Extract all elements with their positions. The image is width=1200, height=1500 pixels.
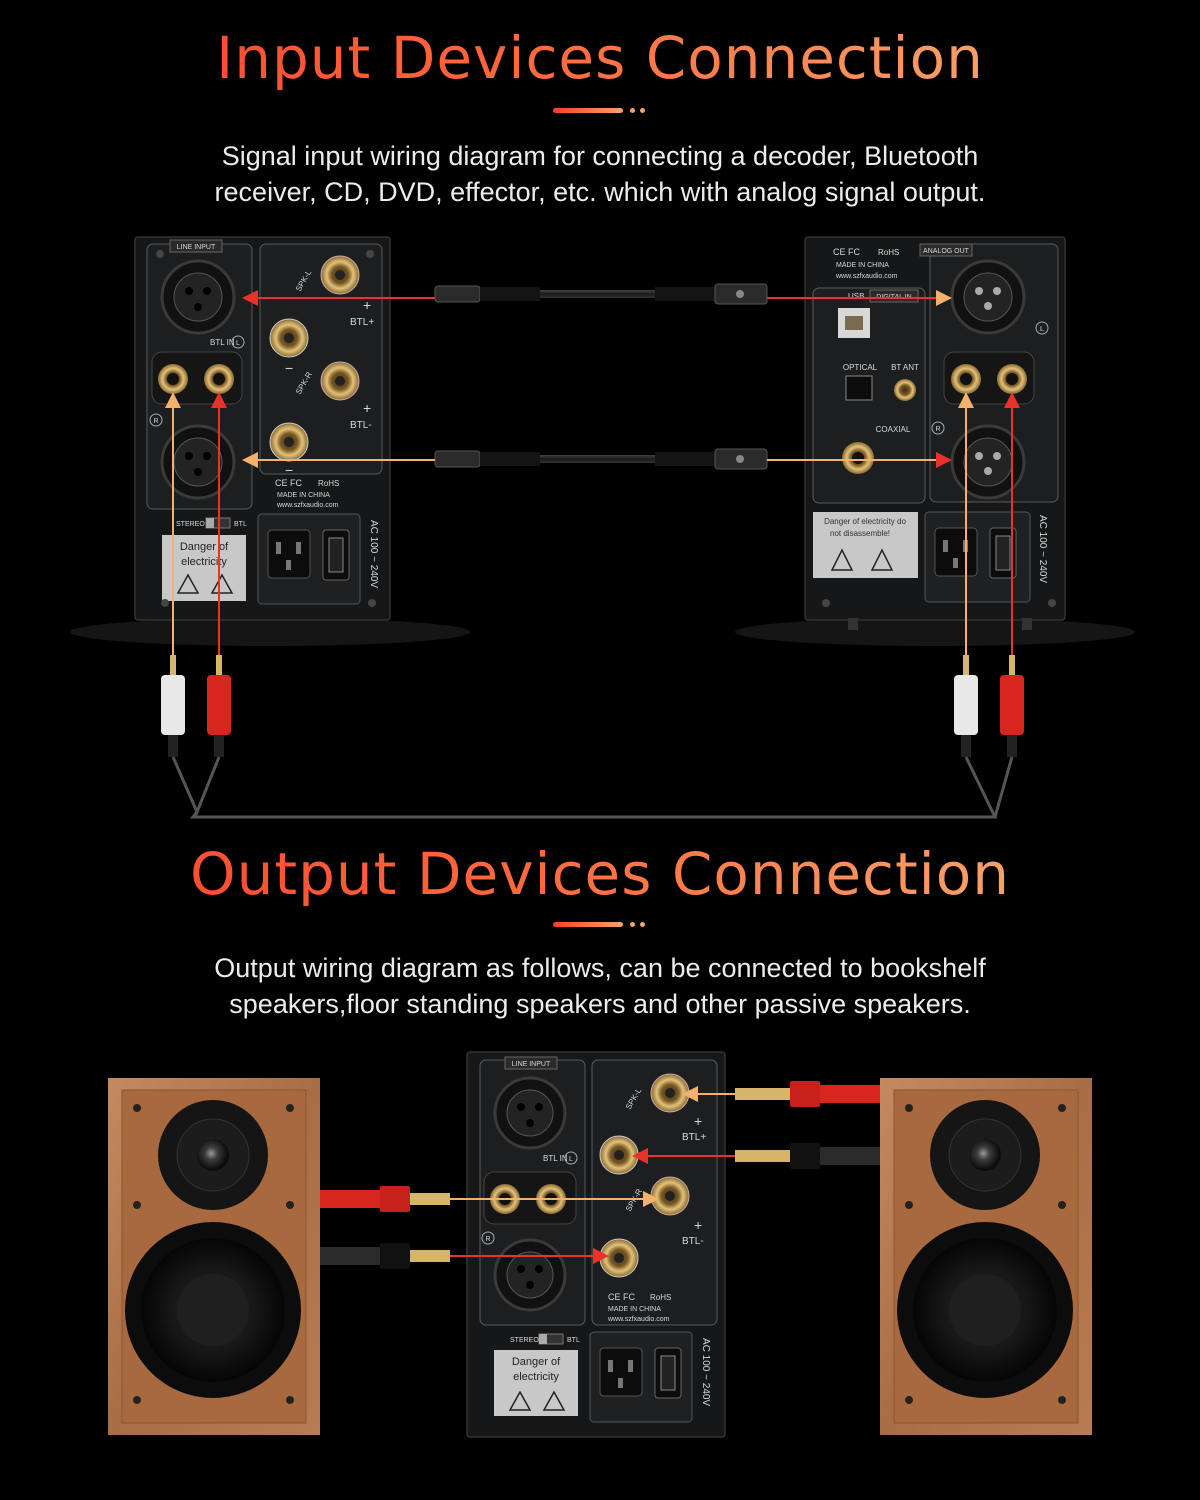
svg-text:www.szfxaudio.com: www.szfxaudio.com — [835, 273, 898, 280]
svg-text:BTL: BTL — [567, 1337, 580, 1344]
svg-text:BT ANT: BT ANT — [891, 363, 919, 372]
svg-text:BTL+: BTL+ — [682, 1132, 706, 1143]
svg-text:STEREO: STEREO — [510, 1337, 539, 1344]
svg-text:BTL IN: BTL IN — [543, 1154, 568, 1163]
speaker-left — [108, 1078, 320, 1435]
speaker-cable-left — [320, 1186, 659, 1269]
svg-text:CE FC: CE FC — [833, 247, 861, 257]
output-desc-line-1: Output wiring diagram as follows, can be… — [214, 953, 986, 983]
svg-text:−: − — [285, 360, 293, 376]
svg-text:RoHS: RoHS — [650, 1293, 671, 1302]
svg-text:RoHS: RoHS — [318, 479, 339, 488]
svg-text:www.szfxaudio.com: www.szfxaudio.com — [607, 1316, 670, 1323]
svg-text:Danger of: Danger of — [512, 1356, 561, 1368]
output-desc-line-2: speakers,floor standing speakers and oth… — [229, 989, 971, 1019]
svg-text:CE FC: CE FC — [608, 1292, 636, 1302]
xlr-cable-top — [434, 283, 768, 305]
svg-text:R: R — [153, 418, 158, 425]
svg-text:Danger of electricity do: Danger of electricity do — [824, 517, 906, 526]
svg-text:+: + — [363, 297, 371, 313]
title-divider-2 — [553, 920, 653, 930]
svg-text:MADE IN CHINA: MADE IN CHINA — [608, 1306, 661, 1313]
rca-cable-left — [161, 392, 231, 757]
svg-text:BTL-: BTL- — [350, 420, 372, 431]
speaker-right — [880, 1078, 1092, 1435]
input-desc-line-1: Signal input wiring diagram for connecti… — [221, 141, 979, 171]
svg-text:MADE IN CHINA: MADE IN CHINA — [836, 262, 889, 269]
svg-text:electricity: electricity — [181, 556, 227, 568]
amplifier-rear-panel-output: LINE INPUT BTL IN L R SPK-L SPK-R + BTL+… — [466, 1051, 726, 1438]
svg-text:USB: USB — [848, 292, 864, 301]
svg-text:www.szfxaudio.com: www.szfxaudio.com — [276, 502, 339, 509]
output-section-title: Output Devices Connection — [0, 840, 1200, 908]
svg-text:AC 100 ~ 240V: AC 100 ~ 240V — [368, 520, 379, 588]
input-section-title: Input Devices Connection — [0, 24, 1200, 92]
output-description: Output wiring diagram as follows, can be… — [0, 950, 1200, 1022]
svg-text:+: + — [363, 400, 371, 416]
svg-text:BTL: BTL — [234, 521, 247, 528]
svg-text:RoHS: RoHS — [878, 248, 899, 257]
svg-text:MADE IN CHINA: MADE IN CHINA — [277, 492, 330, 499]
title-divider — [553, 106, 653, 116]
svg-text:electricity: electricity — [513, 1371, 559, 1383]
svg-text:STEREO: STEREO — [176, 521, 205, 528]
svg-text:−: − — [285, 462, 293, 478]
svg-text:R: R — [485, 1236, 490, 1243]
xlr-arrows — [242, 290, 952, 468]
input-desc-line-2: receiver, CD, DVD, effector, etc. which … — [214, 177, 986, 207]
input-description: Signal input wiring diagram for connecti… — [0, 138, 1200, 210]
svg-text:L: L — [236, 340, 240, 347]
svg-text:CE FC: CE FC — [275, 478, 303, 488]
svg-text:LINE INPUT: LINE INPUT — [512, 1061, 551, 1068]
svg-text:AC 100 ~ 240V: AC 100 ~ 240V — [700, 1338, 711, 1406]
svg-text:BTL+: BTL+ — [350, 317, 374, 328]
svg-text:R: R — [935, 426, 940, 433]
svg-text:+: + — [694, 1113, 702, 1129]
svg-text:L: L — [1040, 326, 1044, 333]
decoder-rear-panel: CE FC RoHS MADE IN CHINA www.szfxaudio.c… — [735, 236, 1135, 646]
line-input-label: LINE INPUT — [177, 244, 216, 251]
svg-text:COAXIAL: COAXIAL — [876, 425, 911, 434]
svg-text:+: + — [694, 1217, 702, 1233]
svg-text:BTL-: BTL- — [682, 1236, 704, 1247]
svg-text:AC 100 ~ 240V: AC 100 ~ 240V — [1037, 515, 1048, 583]
svg-text:OPTICAL: OPTICAL — [843, 363, 878, 372]
xlr-cable-bottom — [434, 448, 768, 470]
svg-text:not disassemble!: not disassemble! — [830, 529, 890, 538]
rca-cable-loop — [171, 756, 1014, 819]
svg-text:L: L — [569, 1156, 573, 1163]
amplifier-rear-panel: LINE INPUT BTL IN L R SPK-L SPK-R + BTL+… — [70, 236, 470, 646]
rca-cable-right — [954, 392, 1024, 757]
svg-text:BTL IN: BTL IN — [210, 338, 235, 347]
svg-text:ANALOG OUT: ANALOG OUT — [923, 248, 970, 255]
svg-text:Danger of: Danger of — [180, 541, 229, 553]
speaker-cable-right — [632, 1081, 880, 1169]
